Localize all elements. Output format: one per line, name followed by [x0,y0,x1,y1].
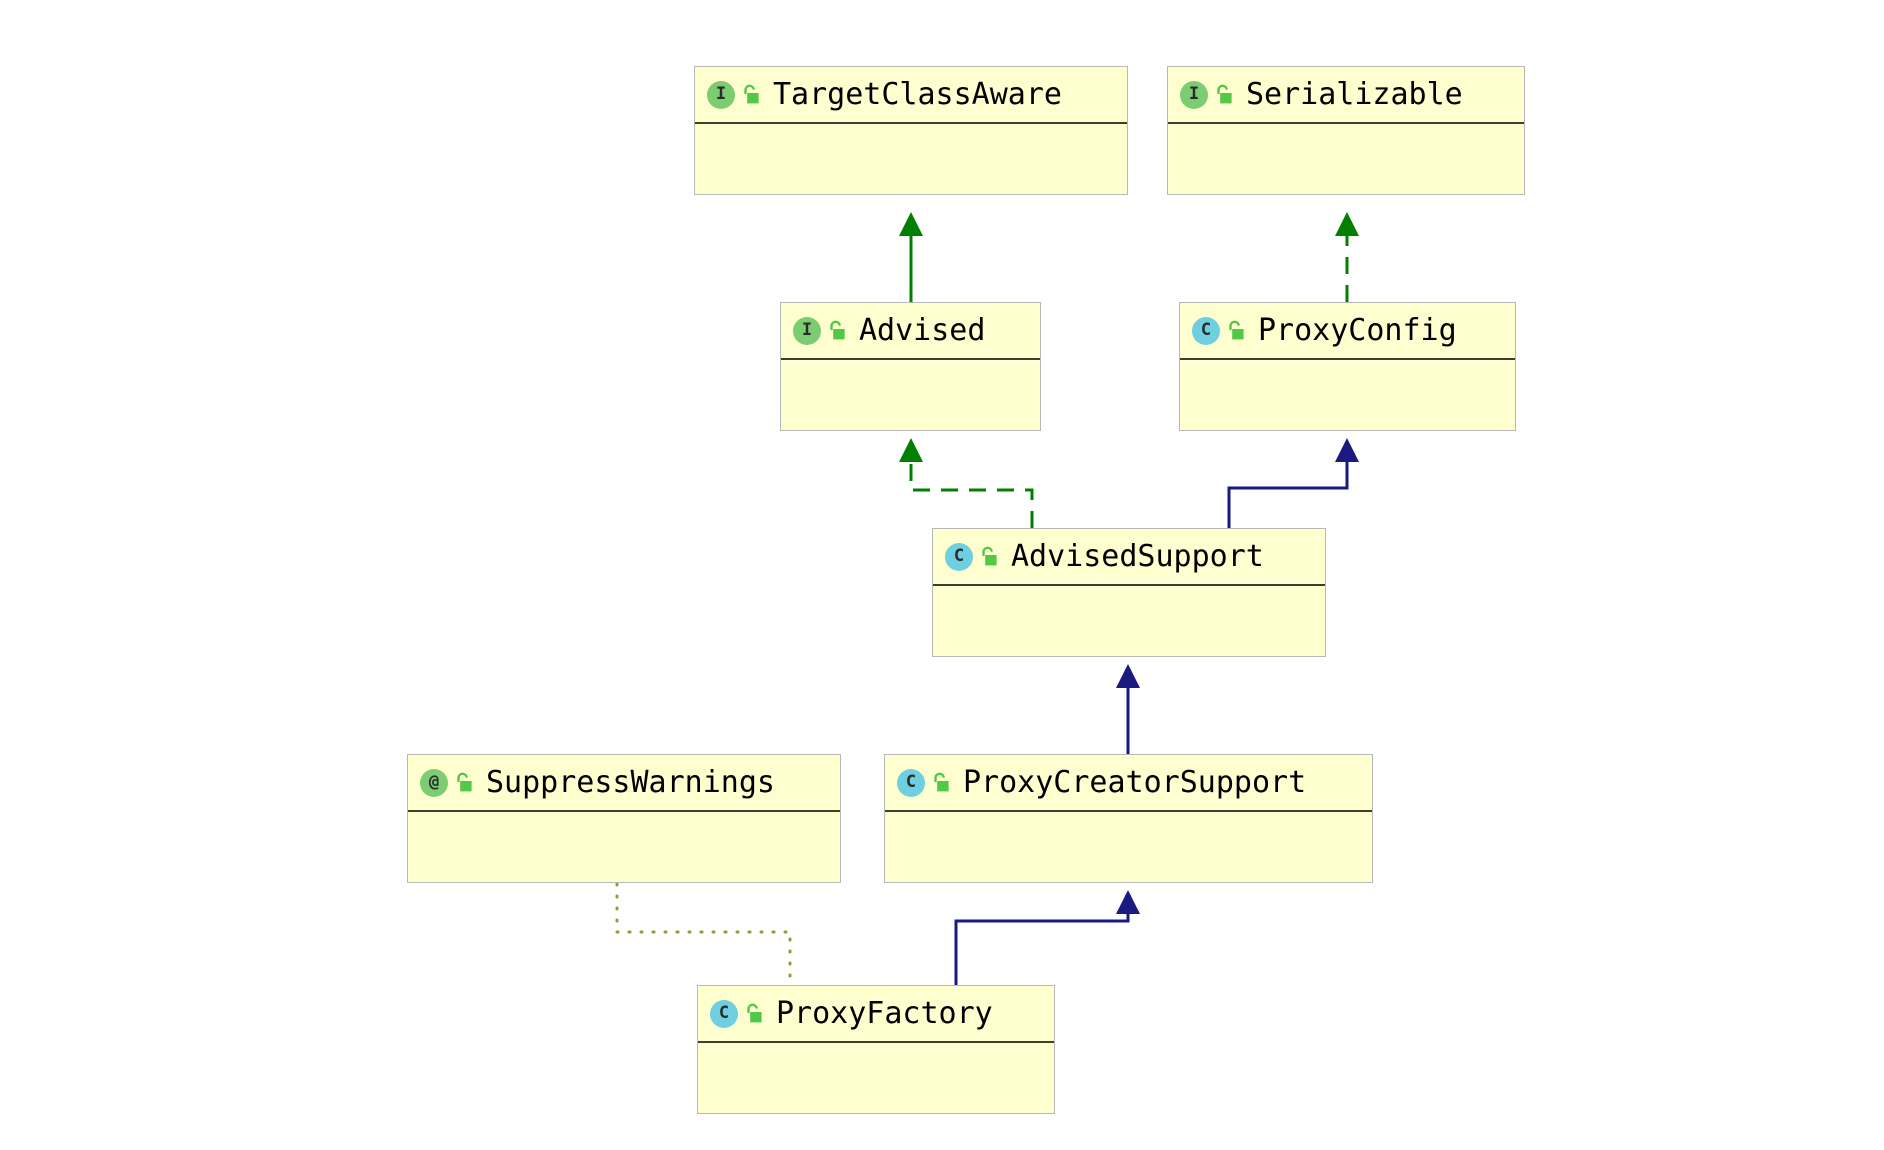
uml-node-proxyfactory[interactable]: C ProxyFactory [697,985,1055,1114]
node-title-advisedsupport: AdvisedSupport [1011,538,1264,574]
node-header-advised: I Advised [781,303,1040,360]
node-header-proxyconfig: C ProxyConfig [1180,303,1515,360]
edge-proxyconfig-implements-serializable [1335,212,1359,302]
arrowhead-icon [1116,890,1140,914]
uml-node-proxyconfig[interactable]: C ProxyConfig [1179,302,1516,431]
edge-advisedsupport-implements-advised [899,438,1034,528]
annotation-marker-icon: @ [420,768,448,797]
node-title-advised: Advised [859,312,986,348]
arrowhead-icon [1335,438,1359,462]
node-header-targetclassaware: I TargetClassAware [695,67,1127,124]
interface-marker-icon: I [707,80,735,109]
interface-marker-icon: I [1180,80,1208,109]
node-title-proxycreatorsupport: ProxyCreatorSupport [963,764,1307,800]
node-members-suppresswarnings [408,812,840,858]
arrowhead-icon [899,212,923,236]
class-marker-icon: C [945,542,973,571]
uml-node-advisedsupport[interactable]: C AdvisedSupport [932,528,1326,657]
interface-marker-icon: I [793,316,821,345]
node-members-targetclassaware [695,124,1127,170]
uml-node-proxycreatorsupport[interactable]: C ProxyCreatorSupport [884,754,1373,883]
open-padlock-icon [1225,320,1245,342]
uml-node-serializable[interactable]: I Serializable [1167,66,1525,195]
edge-proxyfactory-extends-proxycreatorsupport [954,890,1140,985]
edge-proxyfactory-annotated-suppresswarnings [615,882,792,987]
node-members-proxyconfig [1180,360,1515,406]
node-members-advised [781,360,1040,406]
node-members-proxyfactory [698,1043,1054,1089]
open-padlock-icon [826,320,846,342]
open-padlock-icon [978,546,998,568]
class-marker-icon: C [897,768,925,797]
node-title-proxyconfig: ProxyConfig [1258,312,1457,348]
node-members-proxycreatorsupport [885,812,1372,858]
edge-proxycreatorsupport-extends-advisedsupport [1116,664,1140,754]
node-title-proxyfactory: ProxyFactory [776,995,993,1031]
arrowhead-icon [1116,664,1140,688]
arrowhead-icon [899,438,923,462]
node-header-suppresswarnings: @ SuppressWarnings [408,755,840,812]
uml-node-targetclassaware[interactable]: I TargetClassAware [694,66,1128,195]
node-title-serializable: Serializable [1246,76,1463,112]
node-header-serializable: I Serializable [1168,67,1524,124]
node-title-targetclassaware: TargetClassAware [773,76,1062,112]
uml-node-advised[interactable]: I Advised [780,302,1041,431]
class-marker-icon: C [1192,316,1220,345]
node-header-proxycreatorsupport: C ProxyCreatorSupport [885,755,1372,812]
arrowhead-icon [1335,212,1359,236]
edge-advisedsupport-extends-proxyconfig [1227,438,1359,528]
uml-node-suppresswarnings[interactable]: @ SuppressWarnings [407,754,841,883]
open-padlock-icon [453,772,473,794]
node-title-suppresswarnings: SuppressWarnings [486,764,775,800]
class-marker-icon: C [710,999,738,1028]
node-members-advisedsupport [933,586,1325,632]
node-header-advisedsupport: C AdvisedSupport [933,529,1325,586]
open-padlock-icon [1213,84,1233,106]
node-header-proxyfactory: C ProxyFactory [698,986,1054,1043]
open-padlock-icon [930,772,950,794]
open-padlock-icon [743,1003,763,1025]
node-members-serializable [1168,124,1524,170]
open-padlock-icon [740,84,760,106]
edge-advised-extends-targetclassaware [899,212,923,302]
